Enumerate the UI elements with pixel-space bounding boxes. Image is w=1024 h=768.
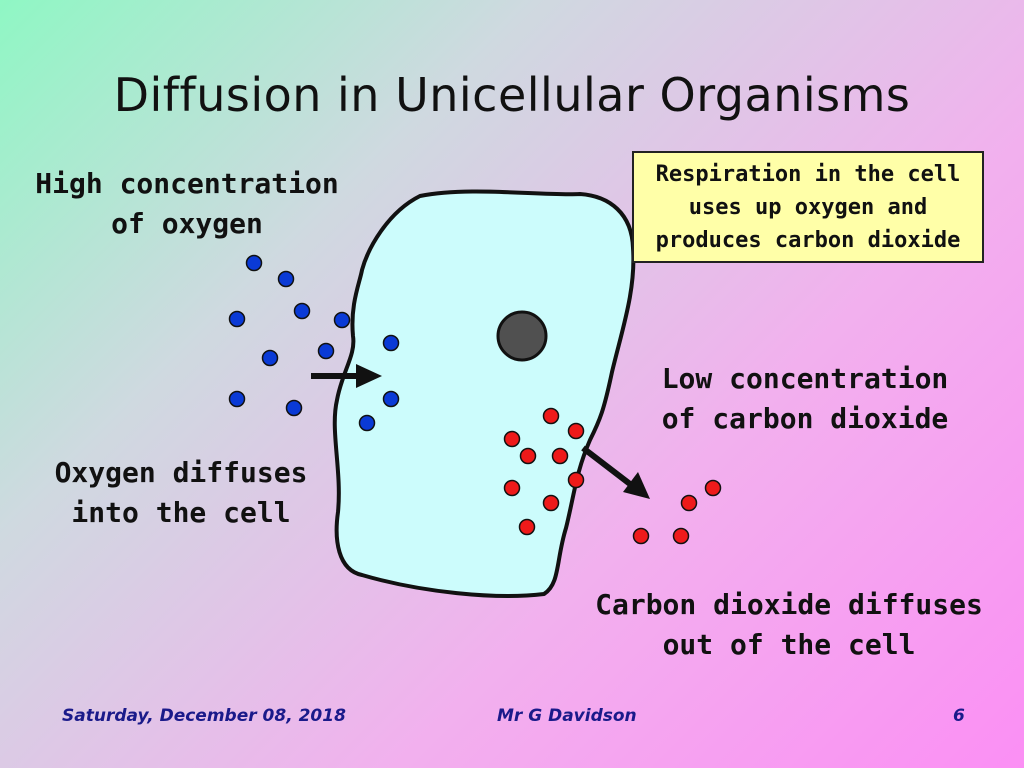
oxygen-molecule xyxy=(285,399,303,417)
info-box-line3: produces carbon dioxide xyxy=(655,228,961,253)
carbon-dioxide-molecule xyxy=(503,430,521,448)
oxygen-molecule xyxy=(333,311,351,329)
oxygen-molecules xyxy=(228,254,400,432)
carbon-dioxide-molecule xyxy=(567,471,585,489)
label-co2-diffuses-line1: Carbon dioxide diffuses xyxy=(595,588,983,621)
carbon-dioxide-molecule xyxy=(567,422,585,440)
label-low-co2: Low concentration of carbon dioxide xyxy=(640,359,970,439)
slide-title: Diffusion in Unicellular Organisms xyxy=(113,68,911,122)
oxygen-molecule xyxy=(228,390,246,408)
arrow-into-cell xyxy=(311,364,382,388)
carbon-dioxide-molecule xyxy=(503,479,521,497)
oxygen-molecule xyxy=(317,342,335,360)
oxygen-molecule xyxy=(382,334,400,352)
label-high-oxygen-line2: of oxygen xyxy=(111,207,263,240)
oxygen-molecule xyxy=(245,254,263,272)
oxygen-molecule xyxy=(382,390,400,408)
carbon-dioxide-molecule xyxy=(542,494,560,512)
oxygen-molecule xyxy=(358,414,376,432)
footer-author: Mr G Davidson xyxy=(497,706,637,726)
carbon-dioxide-molecule xyxy=(672,527,690,545)
oxygen-molecule xyxy=(277,270,295,288)
carbon-dioxide-molecule xyxy=(680,494,698,512)
label-co2-diffuses: Carbon dioxide diffuses out of the cell xyxy=(584,585,994,665)
label-oxygen-diffuses-line2: into the cell xyxy=(71,496,291,529)
carbon-dioxide-molecule xyxy=(632,527,650,545)
label-oxygen-diffuses: Oxygen diffuses into the cell xyxy=(16,453,346,533)
respiration-info-box: Respiration in the cell uses up oxygen a… xyxy=(632,151,984,263)
carbon-dioxide-molecule xyxy=(551,447,569,465)
label-co2-diffuses-line2: out of the cell xyxy=(662,628,916,661)
carbon-dioxide-molecules xyxy=(503,407,722,545)
footer-page-number: 6 xyxy=(953,706,965,726)
oxygen-molecule xyxy=(228,310,246,328)
info-box-line2: uses up oxygen and xyxy=(688,195,928,220)
label-low-co2-line1: Low concentration xyxy=(661,362,949,395)
carbon-dioxide-molecule xyxy=(518,518,536,536)
carbon-dioxide-molecule xyxy=(704,479,722,497)
oxygen-molecule xyxy=(261,349,279,367)
arrow-out-of-cell xyxy=(581,445,650,499)
label-oxygen-diffuses-line1: Oxygen diffuses xyxy=(54,456,308,489)
footer-date: Saturday, December 08, 2018 xyxy=(62,706,346,726)
label-high-oxygen-line1: High concentration xyxy=(35,167,339,200)
nucleus xyxy=(496,310,548,362)
oxygen-molecule xyxy=(293,302,311,320)
cell-membrane xyxy=(332,189,636,598)
carbon-dioxide-molecule xyxy=(542,407,560,425)
info-box-line1: Respiration in the cell xyxy=(655,162,961,187)
label-high-oxygen: High concentration of oxygen xyxy=(22,164,352,244)
carbon-dioxide-molecule xyxy=(519,447,537,465)
label-low-co2-line2: of carbon dioxide xyxy=(661,402,949,435)
